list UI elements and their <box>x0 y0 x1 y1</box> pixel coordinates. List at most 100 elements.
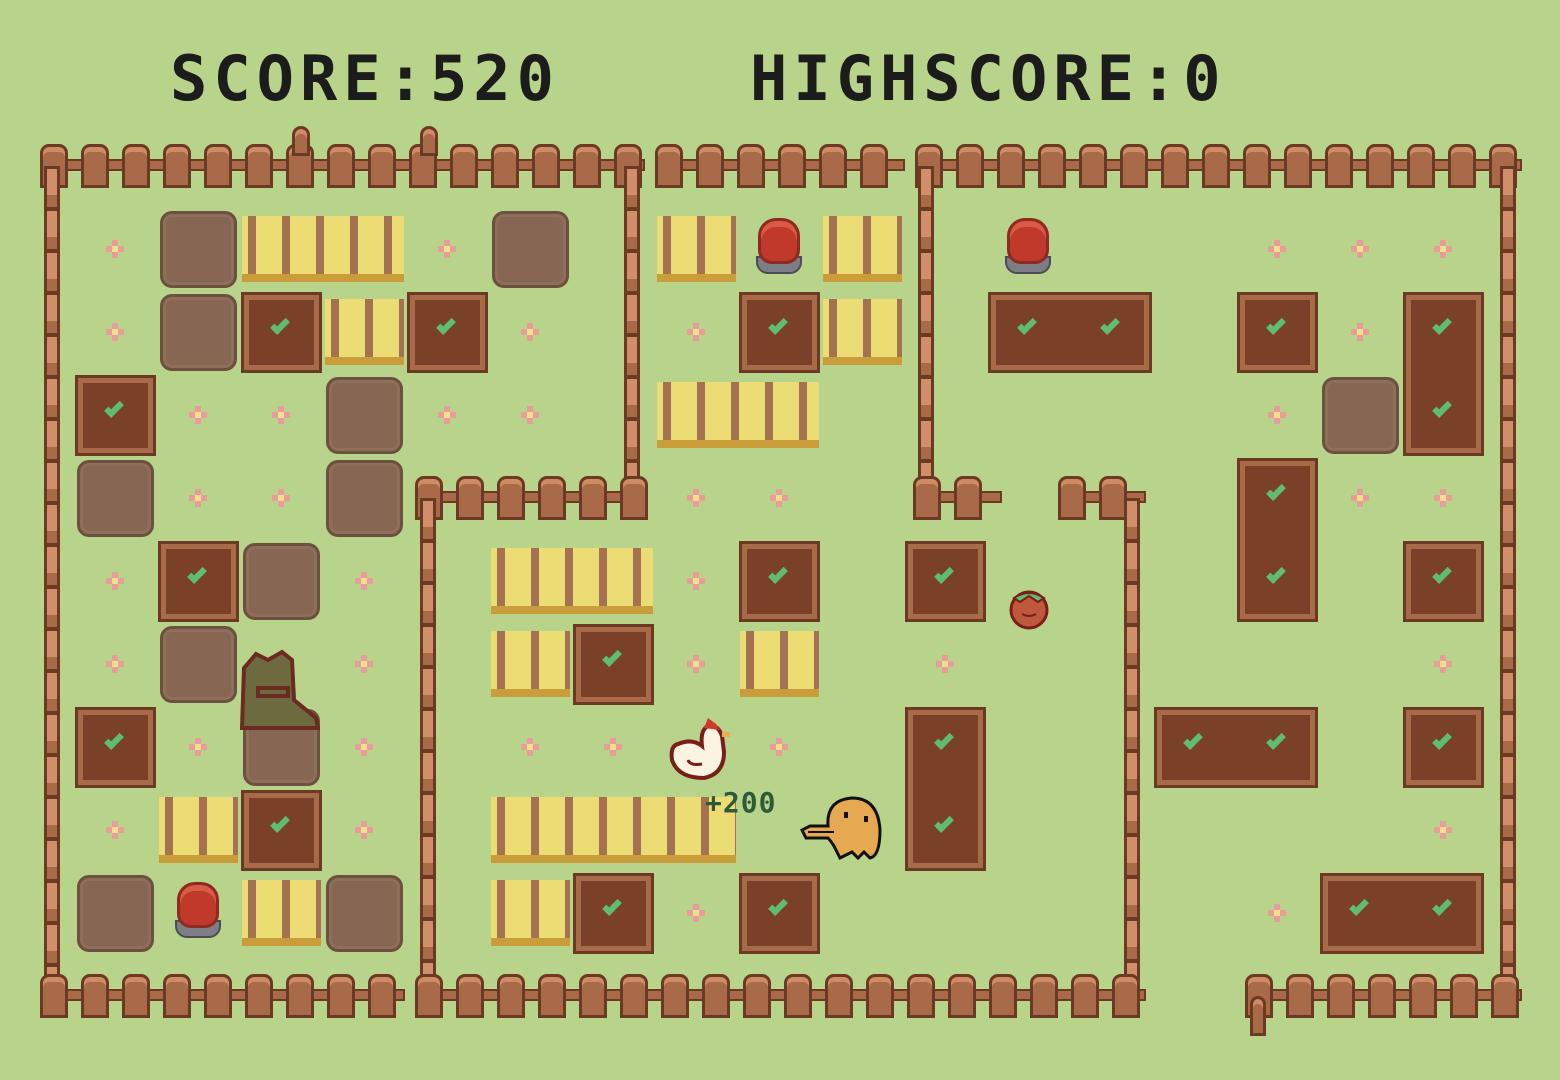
sprout-icon <box>602 896 622 916</box>
flower-icon <box>438 240 456 258</box>
planter-box <box>1154 707 1318 788</box>
fence-post <box>1071 974 1099 1018</box>
fence-post <box>1450 974 1478 1018</box>
red-button[interactable] <box>1005 218 1051 274</box>
fence-post-tall <box>1250 996 1266 1036</box>
fence-post <box>620 974 648 1018</box>
hay-bale <box>740 631 819 697</box>
planter-box <box>1237 458 1318 622</box>
fence-vertical <box>420 498 436 996</box>
fence-post <box>1058 476 1086 520</box>
dirt-patch <box>326 460 403 537</box>
sprout-icon <box>934 813 954 833</box>
sprout-icon <box>602 647 622 667</box>
fence-post <box>1079 144 1107 188</box>
sprout-icon <box>436 315 456 335</box>
flower-icon <box>687 904 705 922</box>
flower-icon <box>1351 323 1369 341</box>
ghost-slime-icon <box>238 646 321 730</box>
dirt-patch <box>326 377 403 454</box>
points-popup: +200 <box>705 786 777 819</box>
sprout-icon <box>768 315 788 335</box>
fence-post <box>497 476 525 520</box>
fence-post <box>825 974 853 1018</box>
sprout-icon <box>1017 315 1037 335</box>
fence-post <box>81 144 109 188</box>
flower-icon <box>687 655 705 673</box>
planter-box <box>75 375 156 456</box>
sprout-icon <box>1432 315 1452 335</box>
fence-post <box>204 144 232 188</box>
red-button[interactable] <box>756 218 802 274</box>
fence-post <box>743 974 771 1018</box>
highscore-display: HIGHSCORE:0 <box>750 42 1227 115</box>
fence-post <box>286 974 314 1018</box>
fence-post <box>368 144 396 188</box>
fence-horizontal <box>415 974 1146 1018</box>
sprout-icon <box>104 398 124 418</box>
flower-icon <box>1351 240 1369 258</box>
sprout-icon <box>1432 398 1452 418</box>
flower-icon <box>106 655 124 673</box>
planter-box <box>573 873 654 954</box>
planter-box <box>241 292 322 373</box>
hay-bale <box>159 797 238 863</box>
fence-vertical <box>624 166 640 498</box>
sprout-icon <box>1266 481 1286 501</box>
fence-post <box>948 974 976 1018</box>
planter-box <box>1320 873 1484 954</box>
planter-box <box>1403 707 1484 788</box>
fence-post <box>989 974 1017 1018</box>
fence-post <box>913 476 941 520</box>
planter-box <box>739 292 820 373</box>
sprout-icon <box>768 564 788 584</box>
sprout-icon <box>1432 730 1452 750</box>
dirt-patch <box>160 211 237 288</box>
fence-post <box>327 974 355 1018</box>
fence-horizontal <box>915 144 1522 188</box>
score-display: SCORE:520 <box>170 42 560 115</box>
flower-icon <box>1434 489 1452 507</box>
fence-post <box>538 974 566 1018</box>
fence-post <box>327 144 355 188</box>
flower-icon <box>106 240 124 258</box>
flower-icon <box>1434 821 1452 839</box>
dirt-patch <box>160 294 237 371</box>
flower-icon <box>604 738 622 756</box>
fence-post <box>655 144 683 188</box>
fence-post <box>1120 144 1148 188</box>
fence-post <box>696 144 724 188</box>
fence-horizontal <box>655 144 905 188</box>
flower-icon <box>687 323 705 341</box>
flower-icon <box>272 489 290 507</box>
sprout-icon <box>1266 315 1286 335</box>
sprout-icon <box>1183 730 1203 750</box>
fence-post <box>579 974 607 1018</box>
fence-post <box>1286 974 1314 1018</box>
fence-post <box>907 974 935 1018</box>
sprout-icon <box>1349 896 1369 916</box>
flower-icon <box>1434 240 1452 258</box>
fence-horizontal <box>40 974 405 1018</box>
fence-post <box>415 974 443 1018</box>
red-button[interactable] <box>175 882 221 938</box>
flower-icon <box>189 406 207 424</box>
fence-post <box>702 974 730 1018</box>
hay-bale <box>491 797 736 863</box>
fence-post <box>1243 144 1271 188</box>
fence-post <box>784 974 812 1018</box>
tomato-pot-icon <box>1006 584 1052 630</box>
flower-icon <box>1268 240 1286 258</box>
fence-post <box>81 974 109 1018</box>
flower-icon <box>687 572 705 590</box>
planter-box <box>407 292 488 373</box>
flower-icon <box>355 738 373 756</box>
fence-vertical <box>44 166 60 996</box>
fence-post <box>497 974 525 1018</box>
fence-vertical <box>1124 498 1140 996</box>
fence-post <box>450 144 478 188</box>
fence-post <box>368 974 396 1018</box>
hay-bale <box>823 299 902 365</box>
fence-post <box>1202 144 1230 188</box>
planter-box <box>158 541 239 622</box>
